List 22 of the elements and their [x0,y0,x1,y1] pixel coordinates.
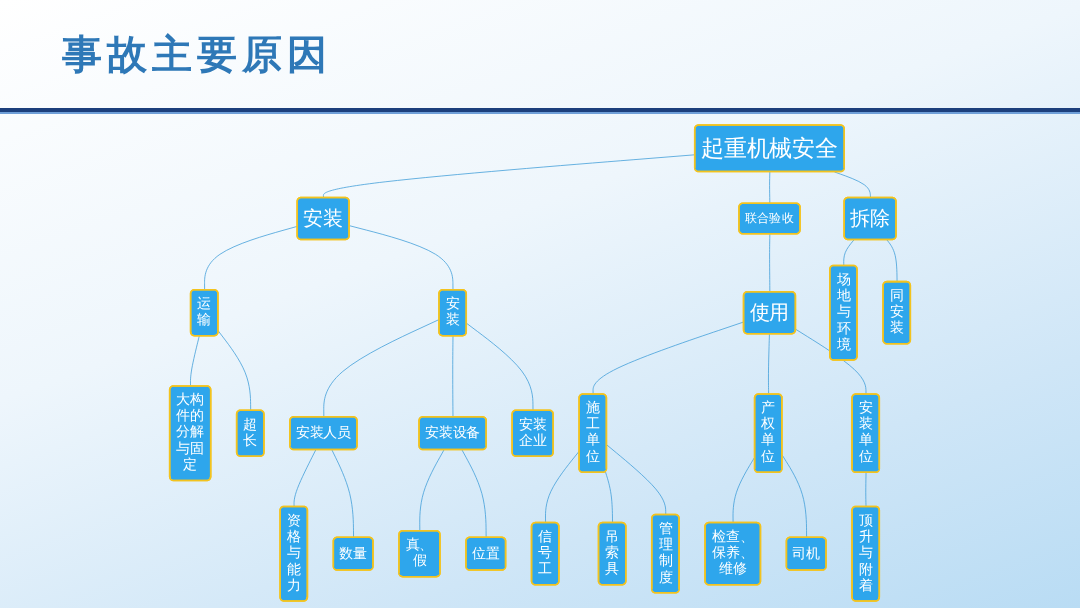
connector [769,171,771,204]
connector [843,239,855,267]
connector [349,225,454,291]
connector [834,171,871,199]
connector [605,471,613,524]
connector [217,330,252,411]
connector [419,449,445,532]
connector [190,335,200,387]
connector [606,444,667,516]
connector [545,450,580,524]
connector [768,333,770,395]
connector [452,335,454,418]
connector [293,449,317,508]
connector [204,225,298,291]
connector [461,449,487,539]
connector [331,449,354,539]
connector [781,454,807,539]
connector [466,323,534,411]
slide-title: 事故主要原因 [62,31,332,78]
connector [886,239,898,283]
connector [865,472,867,508]
connector [769,233,771,293]
